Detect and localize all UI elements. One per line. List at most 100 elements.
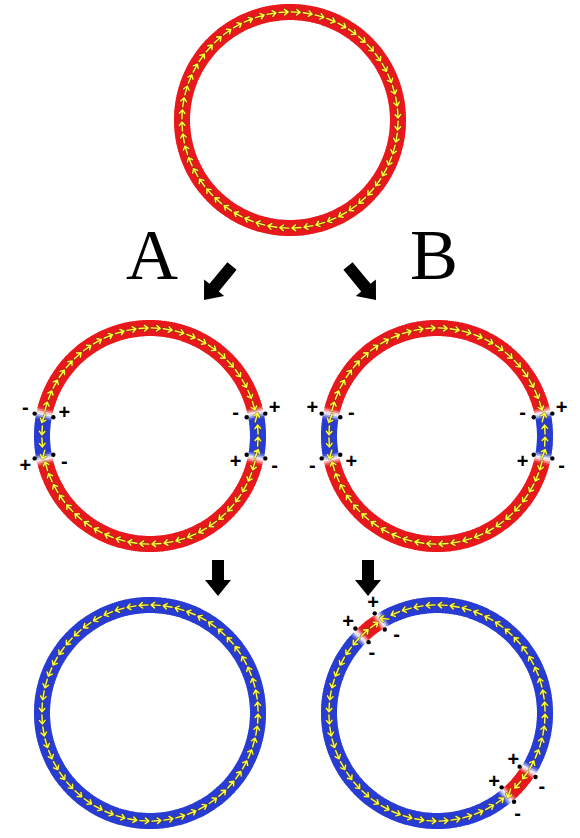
spin-arrow (243, 761, 248, 769)
spin-arrow (193, 64, 198, 72)
spin-arrow (256, 221, 265, 226)
spin-arrow-outline (292, 225, 301, 231)
spin-arrow-outline (395, 109, 401, 118)
spin-arrow-outline (176, 814, 185, 819)
spin-arrow-outline (227, 360, 233, 367)
spin-arrow (218, 629, 225, 635)
spin-arrow (218, 352, 225, 358)
spin-arrow (391, 85, 396, 94)
spin-arrow (43, 462, 48, 471)
spin-arrow (335, 391, 340, 399)
spin-arrow-outline (371, 345, 378, 350)
spin-arrow (353, 361, 359, 368)
spin-arrow (303, 11, 312, 17)
spin-arrow (40, 414, 45, 422)
spin-arrow-outline (304, 224, 313, 230)
spin-arrow-outline (214, 37, 221, 43)
spin-arrow (209, 521, 216, 526)
spin-arrow (219, 513, 226, 519)
spin-arrow-outline (84, 799, 91, 804)
spin-arrow (47, 668, 52, 676)
spin-arrow (94, 528, 102, 533)
spin-arrow (198, 339, 206, 344)
spin-arrow-outline (529, 484, 534, 492)
spin-arrow (247, 390, 252, 398)
wall-dot (32, 456, 36, 460)
spin-arrow-outline (505, 352, 512, 358)
spin-arrow-outline (241, 656, 246, 664)
spin-arrow (183, 146, 188, 155)
spin-arrow (241, 656, 246, 664)
spin-arrow-outline (127, 327, 136, 333)
spin-arrow-outline (529, 379, 534, 387)
spin-arrow (495, 345, 502, 350)
spin-arrow (394, 133, 400, 142)
spin-arrow (426, 325, 435, 331)
spin-arrow (235, 370, 240, 377)
spin-arrow (326, 438, 332, 447)
spin-arrow-outline (340, 485, 345, 493)
spin-arrow (235, 647, 240, 654)
spin-arrow (199, 179, 204, 186)
spin-arrow (346, 370, 351, 377)
spin-arrow-outline (67, 782, 73, 789)
spin-arrow-outline (164, 816, 173, 822)
spin-arrow (242, 379, 247, 387)
spin-arrow-outline (234, 212, 242, 217)
spin-arrow-outline (255, 425, 261, 434)
spin-arrow-outline (375, 178, 380, 185)
spin-arrow-outline (224, 29, 231, 34)
spin-arrow (375, 178, 380, 185)
spin-arrow (164, 540, 173, 546)
spin-arrow-outline (256, 221, 265, 226)
spin-arrow-outline (279, 9, 288, 15)
spin-arrow (206, 45, 212, 52)
spin-arrow (199, 804, 207, 809)
spin-arrow (47, 474, 52, 482)
spin-arrow-outline (187, 610, 195, 615)
spin-arrow (462, 330, 471, 335)
spin-arrow (39, 438, 45, 447)
spin-arrow-outline (59, 495, 64, 502)
wall-dot (263, 411, 267, 415)
spin-arrow-outline (215, 198, 222, 204)
spin-arrow (208, 345, 215, 350)
spin-arrow-outline (74, 353, 81, 359)
spin-arrow (176, 537, 185, 542)
spin-arrow-outline (253, 690, 259, 699)
spin-arrow-outline (188, 533, 196, 538)
spin-arrow-outline (268, 224, 277, 230)
spin-arrow-outline (236, 771, 241, 778)
spin-arrow-outline (93, 616, 101, 621)
spin-arrow-outline (463, 537, 472, 542)
spin-arrow-outline (115, 329, 124, 334)
spin-arrow-outline (53, 380, 58, 388)
spin-arrow (340, 485, 345, 493)
spin-arrow (330, 462, 335, 471)
spin-arrow (485, 339, 493, 344)
spin-arrow-outline (163, 327, 172, 333)
spin-arrow (255, 702, 261, 711)
spin-arrow (163, 327, 172, 333)
spin-arrow (105, 533, 113, 538)
spin-arrow-outline (395, 121, 401, 130)
spin-arrow-outline (451, 540, 460, 546)
spin-arrow (542, 437, 548, 446)
spin-arrow-outline (39, 715, 45, 724)
spin-arrow (39, 703, 45, 712)
spin-arrow (193, 169, 198, 177)
spin-arrow-outline (199, 804, 207, 809)
spin-arrow (348, 29, 355, 34)
spin-arrow (438, 325, 447, 331)
spin-arrow-outline (495, 345, 502, 350)
spin-arrow-outline (228, 781, 234, 788)
spin-arrow (104, 333, 112, 338)
spin-arrow (315, 14, 324, 19)
spin-arrow (227, 637, 233, 644)
spin-arrow (127, 327, 136, 333)
spin-arrow (395, 121, 401, 130)
spin-arrow-outline (128, 817, 137, 823)
spin-arrow-outline (198, 339, 206, 344)
spin-arrow (67, 505, 73, 512)
spin-arrow-outline (387, 74, 392, 82)
